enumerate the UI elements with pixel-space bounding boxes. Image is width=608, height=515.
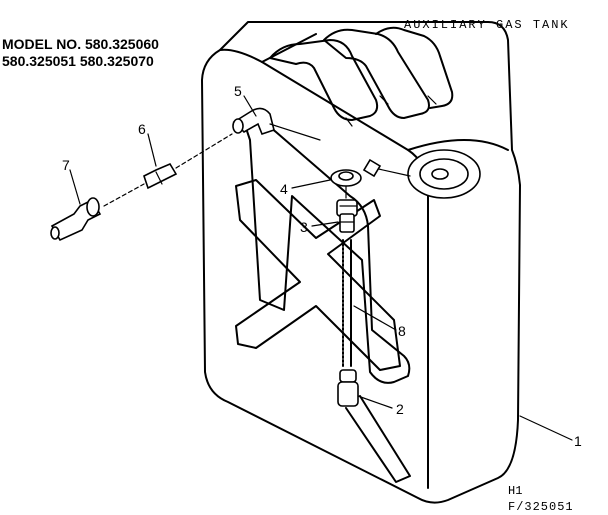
callout-2: 2	[396, 401, 404, 417]
filter-part	[337, 369, 359, 407]
elbow-fitting-part	[232, 107, 275, 135]
callout-6: 6	[138, 121, 146, 137]
connector-part	[143, 162, 178, 190]
model-number-line-2: 580.325051 580.325070	[2, 53, 154, 69]
callout-7: 7	[62, 157, 70, 173]
assembly-lines	[103, 123, 347, 207]
fitting-part	[336, 199, 358, 233]
callout-1: 1	[574, 433, 582, 449]
footer-code-2: F/325051	[508, 500, 574, 514]
valve-part	[50, 197, 102, 242]
gas-tank-body	[201, 21, 521, 504]
leader-lines	[69, 95, 573, 441]
pickup-tube-part	[342, 239, 352, 367]
filler-cap	[362, 149, 481, 199]
callout-3: 3	[300, 219, 308, 235]
model-number-line-1: MODEL NO. 580.325060	[2, 36, 159, 52]
footer-code-1: H1	[508, 484, 522, 498]
callout-8: 8	[398, 323, 406, 339]
callout-5: 5	[234, 83, 242, 99]
callout-4: 4	[280, 181, 288, 197]
grommet-part	[330, 169, 362, 187]
diagram-title: AUXILIARY GAS TANK	[404, 18, 570, 32]
